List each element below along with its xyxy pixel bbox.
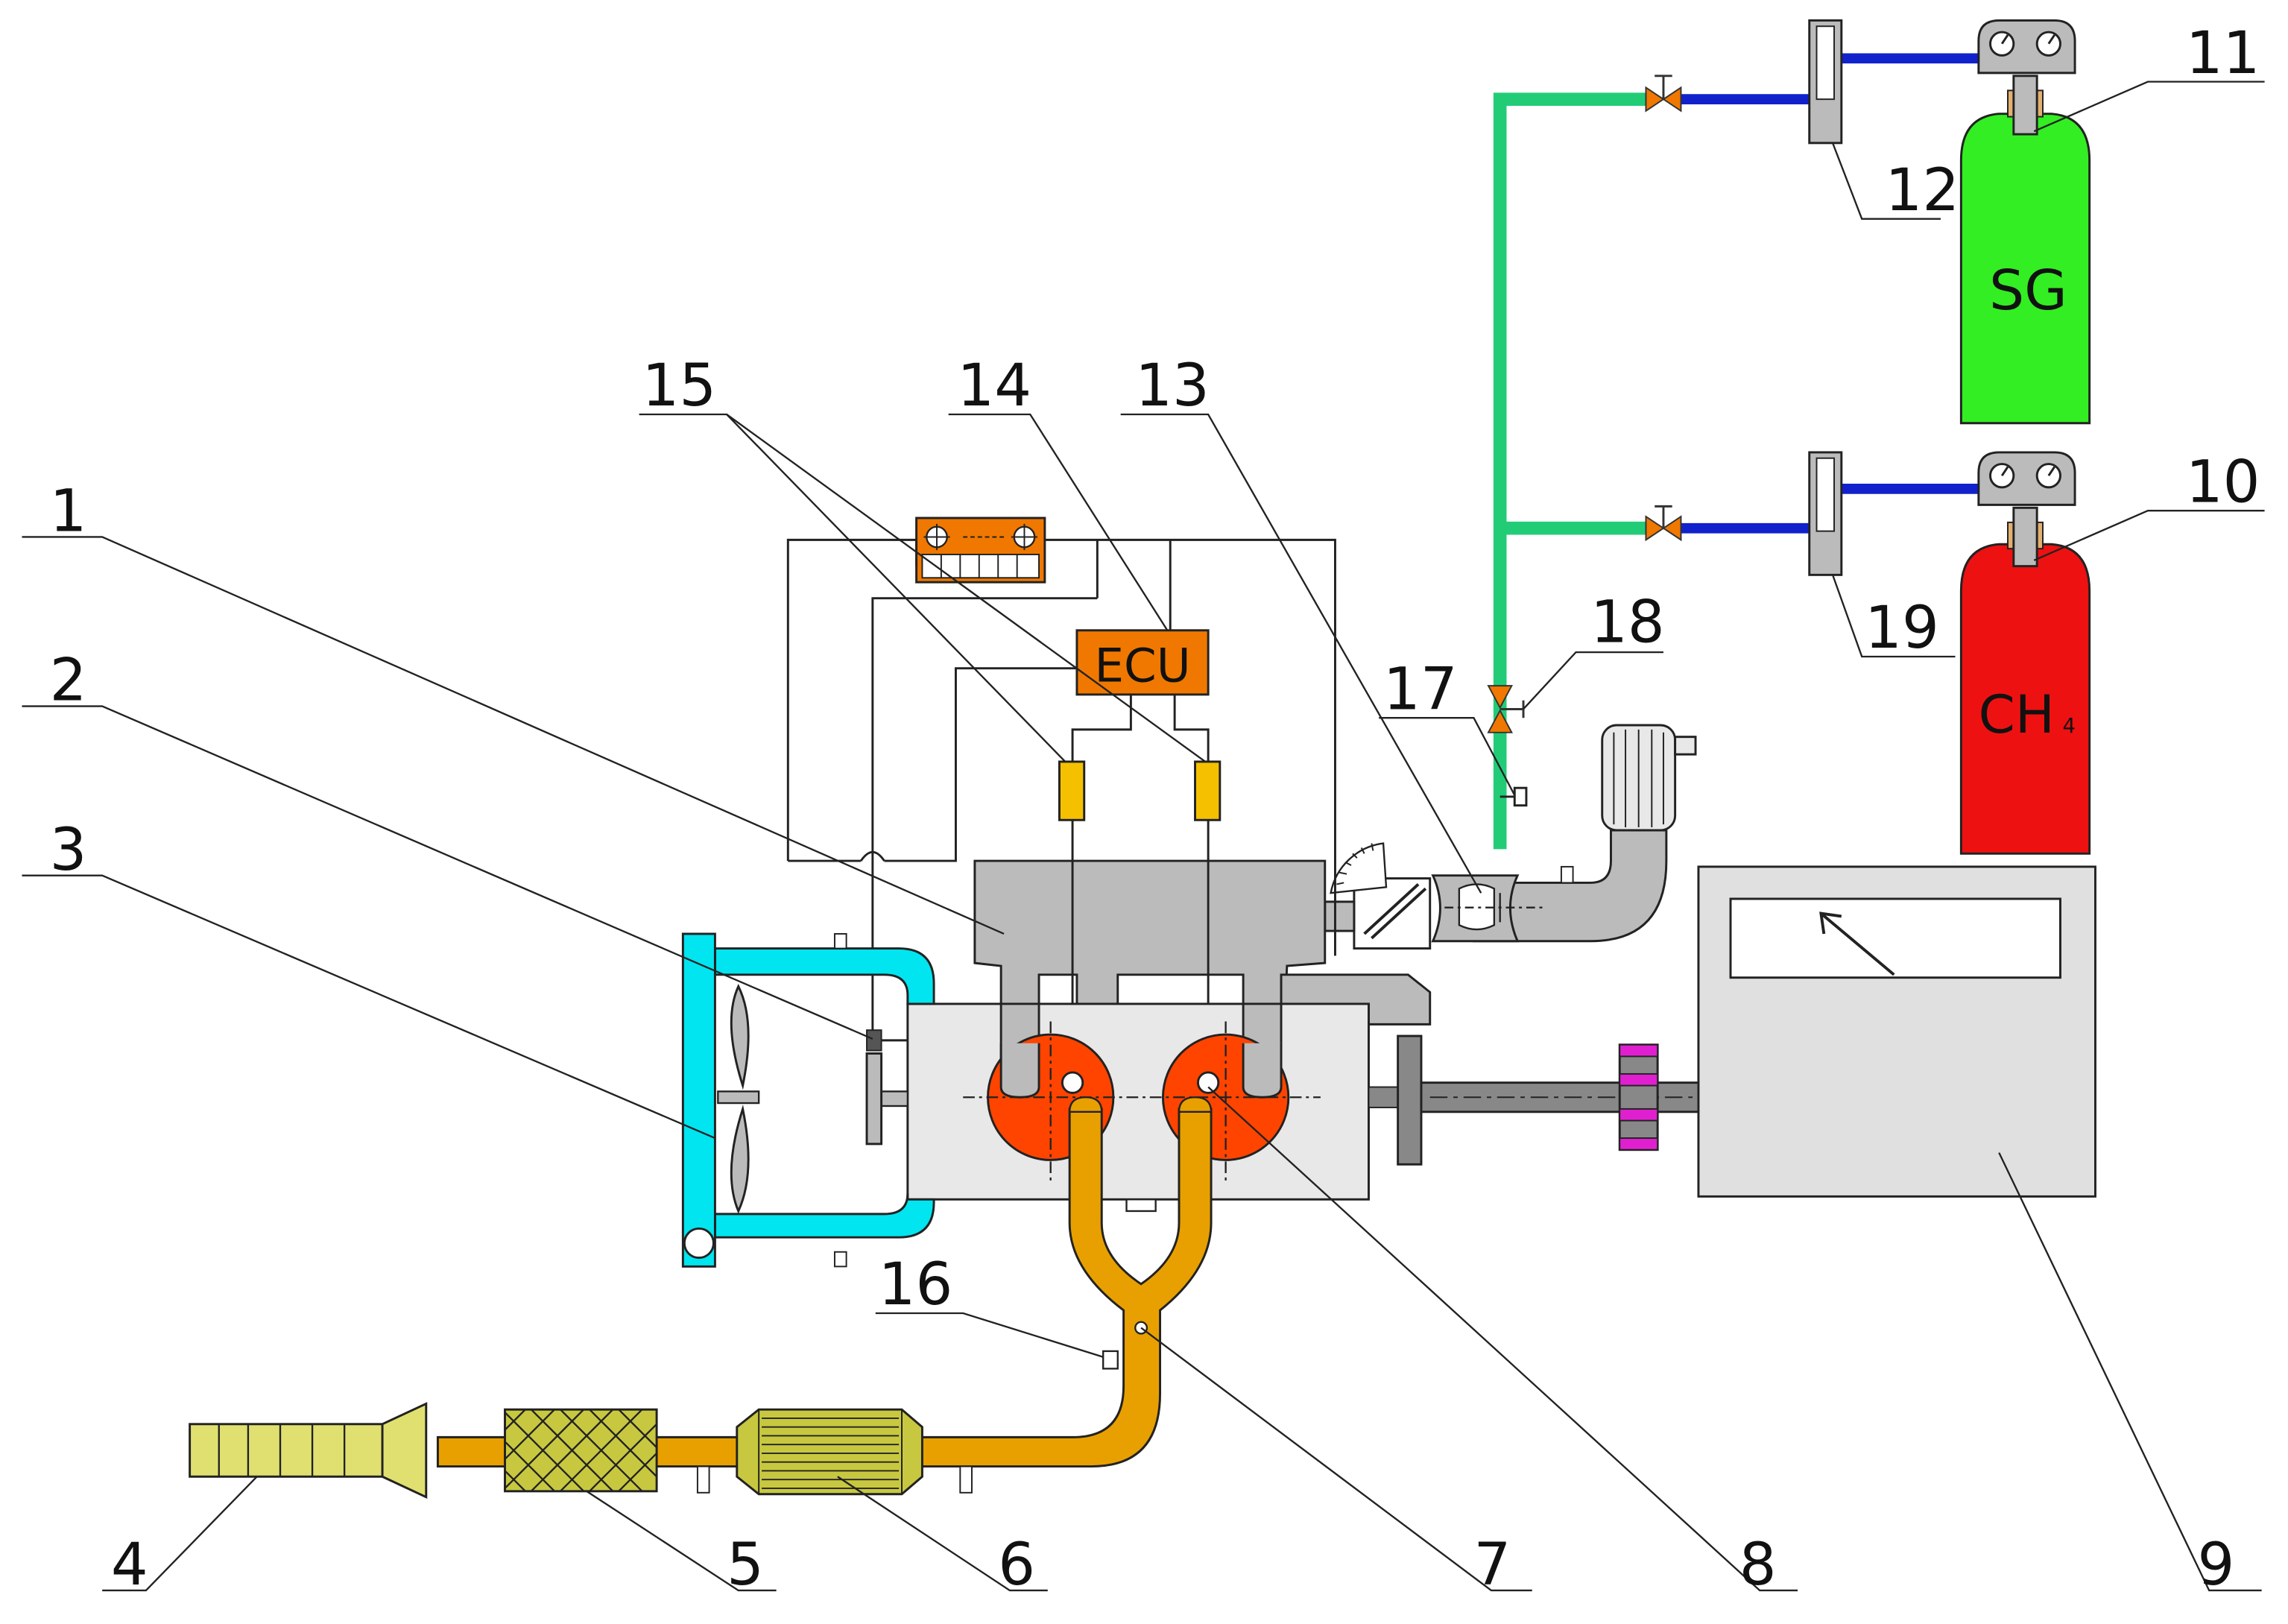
air-intake [1324, 724, 1697, 950]
label-1: 1 [50, 478, 87, 546]
gas-supply-lines [1493, 53, 1985, 850]
front-pulley [865, 1052, 883, 1146]
control-wiring [786, 538, 1336, 1077]
needle-arrow-icon [1819, 911, 1842, 935]
label-5: 5 [727, 1531, 764, 1599]
ch4-cylinder-label: CH [1979, 684, 2055, 745]
gas-sensor-17 [1499, 786, 1528, 807]
label-18: 18 [1590, 588, 1665, 656]
valve-sg-icon[interactable] [1645, 75, 1682, 113]
ch4-cylinder: CH 4 [1959, 451, 2091, 855]
label-8: 8 [1739, 1531, 1777, 1599]
label-19: 19 [1865, 594, 1939, 662]
label-14: 14 [957, 352, 1031, 420]
exhaust-system [189, 1096, 1213, 1499]
label-6: 6 [998, 1531, 1035, 1599]
injector-1 [1058, 760, 1086, 821]
label-15: 15 [642, 352, 717, 420]
label-7: 7 [1473, 1531, 1511, 1599]
flexible-pipe [504, 1408, 658, 1493]
label-2: 2 [50, 647, 87, 715]
valve-ch4-icon[interactable] [1645, 505, 1682, 542]
fan-icon [717, 984, 760, 1214]
ecu-label: ECU [1094, 638, 1190, 692]
component-labels: 1 2 3 4 5 6 7 8 9 10 11 12 13 14 15 16 1… [50, 19, 2260, 1599]
label-11: 11 [2186, 19, 2260, 87]
label-9: 9 [2198, 1531, 2235, 1599]
spark-plug-2 [1196, 1071, 1220, 1094]
muffler [189, 1423, 384, 1478]
ecu-box: ECU [1075, 629, 1210, 696]
flowmeter-19 [1808, 451, 1843, 576]
injector-2 [1194, 760, 1222, 821]
catalytic-converter [736, 1408, 923, 1496]
intake-elbow [1472, 829, 1668, 943]
label-17: 17 [1383, 655, 1458, 723]
throttle-gauge-icon [1330, 842, 1388, 894]
connector-block [915, 516, 1046, 584]
flywheel [1397, 1034, 1423, 1166]
temperature-sensor [866, 1029, 882, 1052]
label-16: 16 [879, 1251, 953, 1318]
label-12: 12 [1886, 157, 1960, 224]
label-4: 4 [111, 1531, 148, 1599]
label-3: 3 [50, 816, 87, 884]
valve-18-icon[interactable] [1487, 685, 1525, 733]
radiator [681, 932, 716, 1268]
label-10: 10 [2186, 448, 2260, 516]
leader-lines [22, 80, 2265, 1592]
cooling-system [681, 932, 935, 1268]
flowmeter-12 [1808, 19, 1843, 145]
exhaust-pipe [436, 1108, 1213, 1468]
drive-shaft [1420, 1081, 1703, 1113]
spark-plug-1 [1061, 1071, 1084, 1094]
gas-main-line [1493, 92, 1649, 850]
dynamometer [1697, 865, 2096, 1198]
exhaust-temp-sensor [1102, 1350, 1119, 1370]
label-13: 13 [1135, 352, 1210, 420]
driveline [1368, 1034, 1703, 1166]
sg-cylinder: SG [1959, 19, 2091, 425]
sg-cylinder-label: SG [1989, 258, 2067, 323]
dynamometer-display [1729, 897, 2061, 979]
ch4-cylinder-subscript: 4 [2063, 715, 2076, 738]
shaft-coupling [1618, 1043, 1659, 1151]
